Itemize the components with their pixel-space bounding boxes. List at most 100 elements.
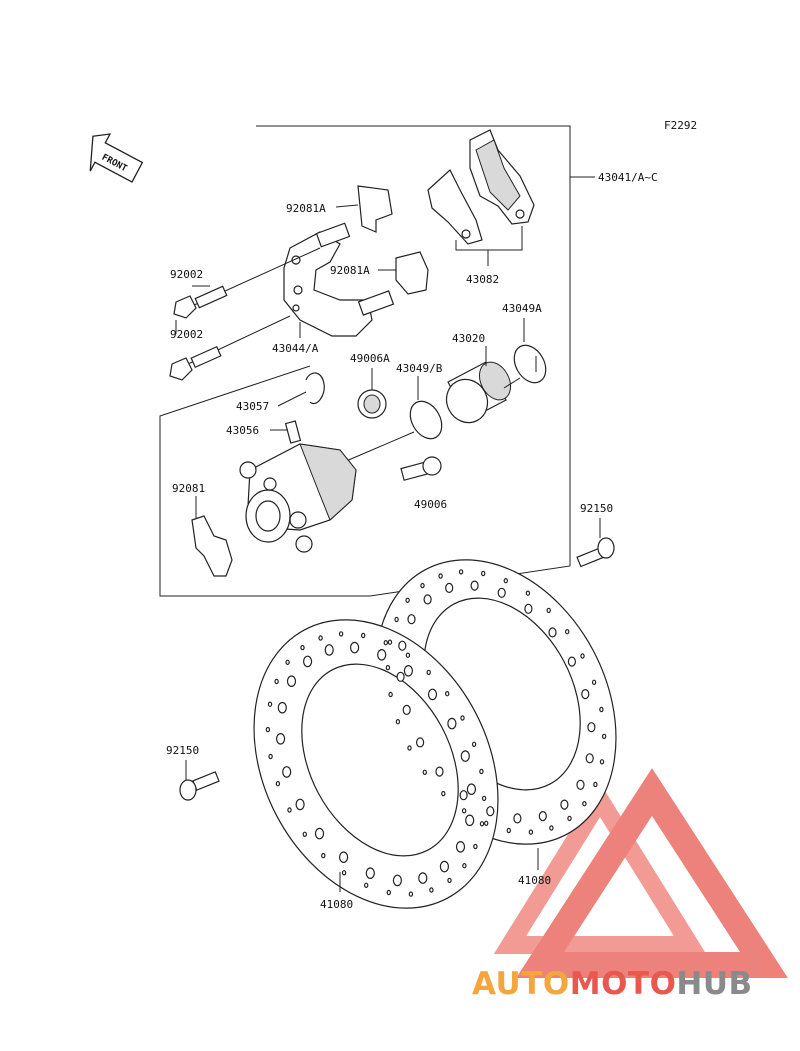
vent-hole	[459, 790, 468, 801]
vent-hole	[525, 590, 531, 596]
vent-hole	[461, 808, 467, 814]
label-43041: 43041/A~C	[598, 171, 658, 184]
bleeder-valve-43056	[270, 420, 302, 444]
vent-hole	[286, 675, 297, 687]
vent-hole	[302, 831, 307, 838]
vent-hole	[395, 719, 401, 725]
vent-hole	[394, 616, 399, 623]
label-43020: 43020	[452, 332, 485, 345]
vent-hole	[324, 644, 334, 656]
label-43056: 43056	[226, 424, 259, 437]
vent-hole	[276, 732, 286, 745]
label-92150-right: 92150	[580, 502, 613, 515]
disc-vent-holes	[265, 569, 607, 897]
vent-hole	[548, 627, 557, 638]
vent-hole	[599, 759, 605, 765]
piston-seal-43049A	[513, 318, 547, 384]
vent-hole	[439, 860, 449, 873]
watermark-hub: HUB	[676, 966, 752, 1002]
label-43049b: 43049/B	[396, 362, 443, 375]
label-92002-b: 92002	[170, 328, 203, 341]
vent-hole	[581, 688, 590, 700]
label-92081a-top: 92081A	[286, 202, 326, 215]
vent-hole	[287, 807, 292, 813]
label-43082: 43082	[466, 273, 499, 286]
label-41080-left: 41080	[320, 898, 353, 911]
vent-hole	[427, 688, 438, 701]
vent-hole	[361, 632, 366, 639]
logo-triangle-inner	[493, 782, 707, 954]
vent-hole	[471, 741, 477, 748]
vent-hole	[403, 664, 413, 677]
vent-hole	[402, 704, 411, 716]
vent-hole	[364, 882, 369, 889]
vent-hole	[447, 717, 457, 730]
caliper-bracket	[283, 222, 395, 338]
vent-hole	[268, 753, 273, 760]
vent-hole	[458, 569, 464, 575]
watermark-moto: MOTO	[570, 966, 677, 1002]
vent-hole	[481, 795, 487, 802]
vent-hole	[447, 877, 452, 884]
vent-hole	[265, 726, 271, 733]
label-43044: 43044/A	[272, 342, 319, 355]
vent-hole	[481, 570, 486, 577]
vent-hole	[486, 806, 495, 817]
vent-hole	[460, 715, 465, 721]
vent-hole	[274, 678, 279, 685]
vent-hole	[445, 691, 450, 697]
vent-hole	[567, 815, 572, 822]
label-92081: 92081	[172, 482, 205, 495]
vent-hole	[314, 827, 325, 840]
watermark-text: AUTOMOTOHUB	[472, 966, 753, 1002]
watermark-logo	[493, 768, 788, 978]
vent-hole	[405, 597, 410, 604]
vent-hole	[599, 706, 604, 713]
vent-hole	[560, 799, 569, 810]
vent-hole	[318, 635, 323, 641]
brake-pads	[427, 129, 535, 266]
vent-hole	[528, 829, 534, 835]
vent-hole	[435, 766, 444, 777]
vent-hole	[422, 769, 427, 776]
vent-hole	[426, 669, 431, 676]
vent-hole	[321, 852, 326, 859]
vent-hole	[538, 810, 547, 822]
vent-hole	[601, 733, 607, 740]
assembly-boundary	[159, 125, 595, 597]
label-43049a: 43049A	[502, 302, 542, 315]
vent-hole	[407, 745, 412, 751]
vent-hole	[386, 889, 391, 896]
vent-hole	[350, 641, 360, 654]
vent-hole	[460, 750, 470, 762]
dust-boot-49006A	[357, 368, 387, 419]
vent-hole	[418, 872, 428, 884]
vent-hole	[462, 863, 467, 869]
label-49006a: 49006A	[350, 352, 390, 365]
vent-hole	[303, 655, 313, 668]
vent-hole	[580, 653, 585, 659]
vent-hole	[503, 578, 508, 584]
vent-hole	[465, 814, 475, 827]
slide-pin-49006	[400, 456, 442, 481]
vent-hole	[455, 840, 466, 853]
vent-hole	[549, 825, 554, 831]
vent-hole	[484, 820, 489, 827]
vent-hole	[497, 587, 506, 598]
vent-hole	[392, 874, 402, 887]
vent-hole	[423, 594, 432, 605]
label-43057: 43057	[236, 400, 269, 413]
vent-hole	[524, 603, 533, 614]
piston-43020	[445, 346, 521, 424]
vent-hole	[567, 656, 577, 667]
front-arrow-icon: FRONT	[89, 133, 144, 183]
vent-hole	[398, 640, 407, 651]
vent-hole	[438, 573, 443, 579]
bleeder-cap-43057	[277, 372, 325, 407]
vent-hole	[479, 821, 485, 827]
vent-hole	[506, 827, 511, 834]
label-92002-a: 92002	[170, 268, 203, 281]
disc-bolt-right	[576, 518, 615, 568]
vent-hole	[277, 701, 287, 714]
